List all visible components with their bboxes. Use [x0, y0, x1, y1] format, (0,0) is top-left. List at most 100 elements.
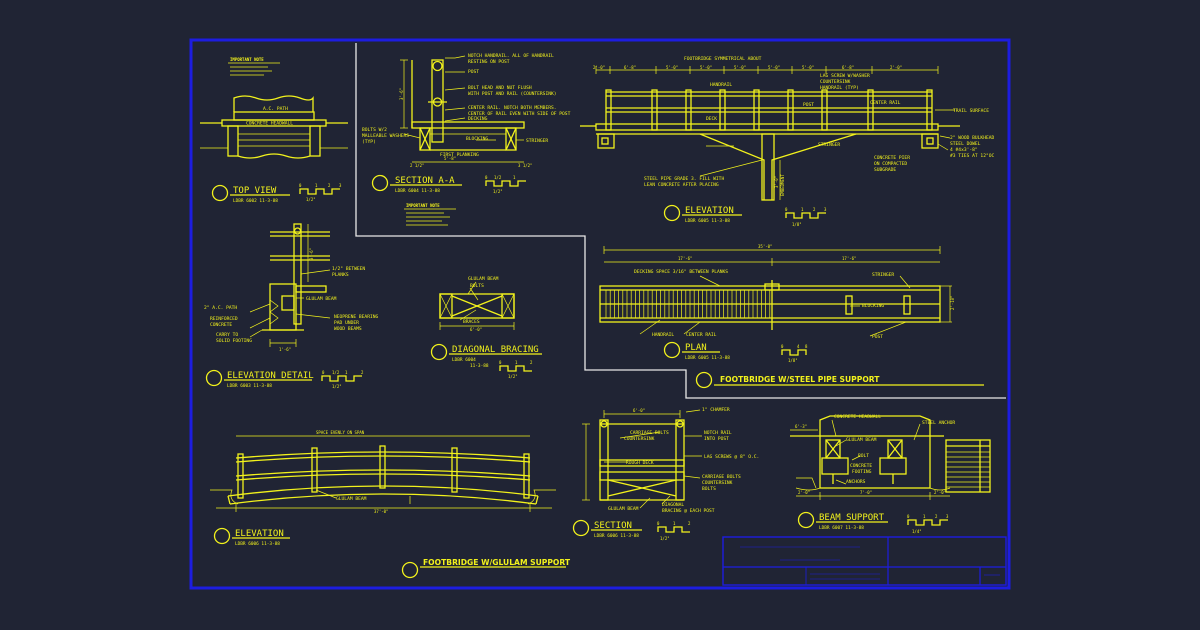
- decking-planks: [605, 290, 771, 318]
- svg-text:1: 1: [673, 521, 676, 526]
- svg-text:CENTER RAIL. NOTCH BOTH MEMBER: CENTER RAIL. NOTCH BOTH MEMBERS.: [468, 105, 557, 111]
- elevation-pipe-label: ELEVATION: [685, 206, 734, 216]
- svg-text:STRINGER: STRINGER: [872, 272, 894, 278]
- elevation-glulam-drawing: SPACE EVENLY ON SPAN 37'-0" GLULAM BEAM: [210, 430, 556, 514]
- svg-text:SOLID FOOTING: SOLID FOOTING: [216, 338, 252, 344]
- svg-text:LAG SCREWS @ 8" O.C.: LAG SCREWS @ 8" O.C.: [704, 454, 759, 460]
- svg-text:1/8": 1/8": [792, 222, 802, 227]
- svg-text:MALLEABLE WASHERS: MALLEABLE WASHERS: [362, 133, 409, 139]
- svg-text:STEEL ANCHOR: STEEL ANCHOR: [922, 420, 955, 426]
- top-view-drawing: A.C. PATH CONCRETE HEADWALL: [200, 95, 348, 159]
- svg-text:2: 2: [530, 360, 533, 365]
- svg-text:3: 3: [824, 207, 827, 212]
- svg-text:CONCRETE HEADWALL: CONCRETE HEADWALL: [834, 414, 881, 420]
- svg-text:2: 2: [361, 370, 364, 375]
- svg-text:3: 3: [339, 183, 342, 188]
- elevation-detail-drawing: 1'-6" 3'-6" 1/2" BETWEEN PLANKS GLULAM B…: [204, 223, 378, 352]
- section-aa-label: SECTION A-A: [395, 176, 455, 186]
- steel-pipe-title-label: FOOTBRIDGE W/STEEL PIPE SUPPORT: [720, 375, 880, 384]
- svg-text:5'-0": 5'-0": [802, 65, 814, 70]
- svg-text:1" CHAMFER: 1" CHAMFER: [702, 407, 730, 413]
- elevation-detail-scale: 0 1/2 1 2 1/2": [321, 370, 364, 389]
- svg-text:5'-0": 5'-0": [768, 65, 780, 70]
- svg-text:GLULAM BEAM: GLULAM BEAM: [306, 296, 337, 302]
- elevation-glulam-title: ELEVATION LDBR 6006 11-3-88: [213, 527, 290, 547]
- svg-text:LDBR 6003 11-3-88: LDBR 6003 11-3-88: [227, 383, 272, 389]
- svg-text:3'-0": 3'-0": [774, 176, 779, 188]
- svg-text:LDBR 6006 11-3-88: LDBR 6006 11-3-88: [594, 533, 639, 539]
- title-block: [722, 536, 1007, 586]
- svg-text:4: 4: [797, 344, 800, 349]
- svg-text:STEEL PIPE GRADE 3. FILL WITH: STEEL PIPE GRADE 3. FILL WITH: [644, 176, 724, 182]
- svg-text:IMPORTANT NOTE: IMPORTANT NOTE: [406, 203, 440, 208]
- svg-text:0: 0: [499, 360, 502, 365]
- svg-text:35'-0": 35'-0": [758, 244, 772, 249]
- svg-text:SPACE EVENLY ON SPAN: SPACE EVENLY ON SPAN: [316, 430, 365, 435]
- svg-text:2'-0": 2'-0": [934, 490, 946, 495]
- beam-support-label: BEAM SUPPORT: [819, 513, 885, 523]
- svg-text:3'-6": 3'-6": [399, 88, 404, 100]
- plan-drawing: 35'-0" 17'-6" 17'-6" 2'-10" DECKING SPAC…: [599, 244, 955, 340]
- svg-text:2'-0": 2'-0": [890, 65, 902, 70]
- svg-text:1: 1: [801, 207, 804, 212]
- svg-text:5'-8": 5'-8": [444, 156, 456, 161]
- svg-text:1/2": 1/2": [508, 374, 518, 379]
- svg-text:1/2": 1/2": [306, 197, 316, 202]
- svg-text:ANCHORS: ANCHORS: [846, 479, 866, 485]
- svg-text:6'-8": 6'-8": [842, 65, 854, 70]
- svg-text:BRACING @ EACH POST: BRACING @ EACH POST: [662, 508, 715, 514]
- top-view-scale: 0 1 2 3 1/2": [299, 183, 342, 202]
- svg-text:2'-0": 2'-0": [593, 65, 605, 70]
- svg-text:STRINGER: STRINGER: [526, 138, 548, 144]
- svg-text:3: 3: [946, 514, 949, 519]
- section-aa-scale: 0 1/2 1 1/2": [485, 175, 526, 194]
- svg-text:5'-0": 5'-0": [700, 65, 712, 70]
- section-aa-drawing: 3'-6" 5'-8" 2 1/2" 3 1/2" NOTCH HANDRAIL…: [362, 53, 571, 168]
- svg-text:A.C. PATH: A.C. PATH: [263, 106, 288, 112]
- region-divider: [355, 43, 1006, 399]
- svg-text:7'-0": 7'-0": [860, 490, 872, 495]
- svg-text:2: 2: [688, 521, 691, 526]
- svg-text:PLANKS: PLANKS: [332, 272, 349, 278]
- svg-text:LAG SCREW W/WASHER: LAG SCREW W/WASHER: [820, 73, 870, 79]
- svg-text:REINFORCED: REINFORCED: [210, 316, 238, 322]
- svg-text:DECKING SPACE 3/16" BETWEEN PL: DECKING SPACE 3/16" BETWEEN PLANKS: [634, 269, 728, 275]
- svg-text:8: 8: [805, 344, 808, 349]
- svg-text:BRACES: BRACES: [463, 319, 480, 325]
- svg-text:FOOTBRIDGE SYMMETRICAL ABOUT: FOOTBRIDGE SYMMETRICAL ABOUT: [684, 56, 762, 62]
- svg-text:LDBR 6006 11-3-88: LDBR 6006 11-3-88: [235, 541, 280, 547]
- important-note-2: IMPORTANT NOTE: [404, 203, 456, 226]
- svg-text:CONCRETE: CONCRETE: [210, 322, 232, 328]
- svg-text:ON COMPACTED: ON COMPACTED: [874, 161, 907, 167]
- elevation-pipe-drawing: FOOTBRIDGE SYMMETRICAL ABOUT 2'-0" 6'-8"…: [580, 56, 994, 201]
- svg-text:0: 0: [322, 370, 325, 375]
- svg-text:ROUGH DECK: ROUGH DECK: [626, 460, 654, 466]
- svg-text:TRAIL SURFACE: TRAIL SURFACE: [953, 108, 989, 114]
- svg-text:11-3-88: 11-3-88: [470, 363, 489, 369]
- svg-text:1/2: 1/2: [332, 370, 340, 375]
- svg-text:CONCRETE PIER: CONCRETE PIER: [874, 155, 910, 161]
- svg-text:COUNTERSINK: COUNTERSINK: [820, 79, 851, 85]
- svg-text:6'-0": 6'-0": [633, 408, 645, 413]
- svg-text:GLULAM BEAM: GLULAM BEAM: [846, 437, 877, 443]
- svg-text:0: 0: [657, 521, 660, 526]
- svg-text:NEOPRENE BEARING: NEOPRENE BEARING: [334, 314, 378, 320]
- glulam-sheet-title: FOOTBRIDGE W/GLULAM SUPPORT: [401, 558, 571, 579]
- svg-text:RESTING ON POST: RESTING ON POST: [468, 59, 510, 65]
- svg-text:1/2: 1/2: [494, 175, 502, 180]
- elevation-detail-title: ELEVATION DETAIL LDBR 6003 11-3-88: [205, 369, 314, 389]
- svg-text:LDBR 6005 11-3-88: LDBR 6005 11-3-88: [685, 218, 730, 224]
- plan-label: PLAN: [685, 343, 707, 353]
- diagonal-bracing-label: DIAGONAL BRACING: [452, 345, 539, 355]
- svg-text:5'-0": 5'-0": [666, 65, 678, 70]
- elevation-glulam-label: ELEVATION: [235, 529, 284, 539]
- svg-text:BOLT HEAD AND NUT FLUSH: BOLT HEAD AND NUT FLUSH: [468, 85, 532, 91]
- svg-text:FOOTING: FOOTING: [852, 469, 872, 475]
- svg-text:CARRY TO: CARRY TO: [216, 332, 238, 338]
- svg-text:2: 2: [328, 183, 331, 188]
- svg-text:BOLTS: BOLTS: [470, 283, 484, 289]
- svg-text:0: 0: [485, 175, 488, 180]
- svg-text:17'-6": 17'-6": [678, 256, 692, 261]
- elevation-pipe-scale: 0 1 2 3 1/8": [785, 207, 827, 227]
